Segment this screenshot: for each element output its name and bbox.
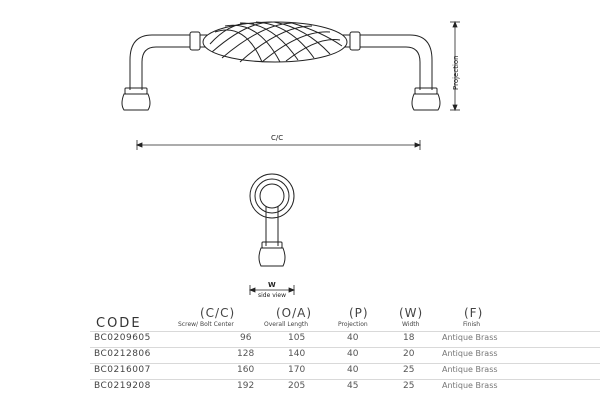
birdcage-twist xyxy=(202,21,348,63)
handle-front-view xyxy=(121,21,441,111)
cc-dimension-line xyxy=(135,140,422,150)
cell-code: BC0216007 xyxy=(94,365,151,375)
cell-cc: 128 xyxy=(237,349,255,359)
cell-finish: Antique Brass xyxy=(442,333,498,342)
column-header-f: (F) xyxy=(464,306,484,320)
side-view-label: side view xyxy=(258,292,287,299)
code-header: CODE xyxy=(96,316,142,331)
cell-w: 25 xyxy=(403,365,415,375)
column-header-p: (P) xyxy=(349,306,369,320)
cell-w: 25 xyxy=(403,381,415,391)
cell-finish: Antique Brass xyxy=(442,365,498,374)
cell-cc: 96 xyxy=(240,333,252,343)
cell-cc: 160 xyxy=(237,365,255,375)
table-row: BC0209605 96 105 40 18 Antique Brass xyxy=(90,331,600,346)
cc-label: C/C xyxy=(271,134,284,142)
column-subheader-oa: Overall Length xyxy=(264,321,309,328)
handle-side-view xyxy=(249,173,295,267)
width-dimension-line xyxy=(248,285,296,295)
cell-code: BC0219208 xyxy=(94,381,151,391)
column-subheader-w: Width xyxy=(402,321,420,328)
cell-p: 45 xyxy=(347,381,359,391)
cell-cc: 192 xyxy=(237,381,255,391)
column-subheader-p: Projection xyxy=(338,321,368,328)
handle-technical-drawing xyxy=(121,20,460,295)
table-row: BC0212806 128 140 40 20 Antique Brass xyxy=(90,347,600,362)
cell-oa: 170 xyxy=(288,365,306,375)
cell-oa: 140 xyxy=(288,349,306,359)
cell-p: 40 xyxy=(347,349,359,359)
column-header-cc: (C/C) xyxy=(200,306,236,320)
cell-finish: Antique Brass xyxy=(442,349,498,358)
cell-p: 40 xyxy=(347,333,359,343)
column-header-w: (W) xyxy=(399,306,424,320)
column-subheader-f: Finish xyxy=(463,321,481,328)
column-subheader-cc: Screw/ Bolt Center xyxy=(178,321,234,328)
column-header-oa: (O/A) xyxy=(276,306,313,320)
cell-code: BC0212806 xyxy=(94,349,151,359)
cell-finish: Antique Brass xyxy=(442,381,498,390)
width-label: W xyxy=(268,281,276,289)
spec-table: CODE (C/C) Screw/ Bolt Center (O/A) Over… xyxy=(0,302,600,402)
table-row: BC0219208 192 205 45 25 Antique Brass xyxy=(90,379,600,394)
cell-oa: 105 xyxy=(288,333,306,343)
table-row: BC0216007 160 170 40 25 Antique Brass xyxy=(90,363,600,378)
cell-w: 18 xyxy=(403,333,415,343)
projection-label: Projection xyxy=(452,55,460,90)
cell-oa: 205 xyxy=(288,381,306,391)
cell-code: BC0209605 xyxy=(94,333,151,343)
projection-dimension-line xyxy=(450,20,460,112)
cell-w: 20 xyxy=(403,349,415,359)
cell-p: 40 xyxy=(347,365,359,375)
